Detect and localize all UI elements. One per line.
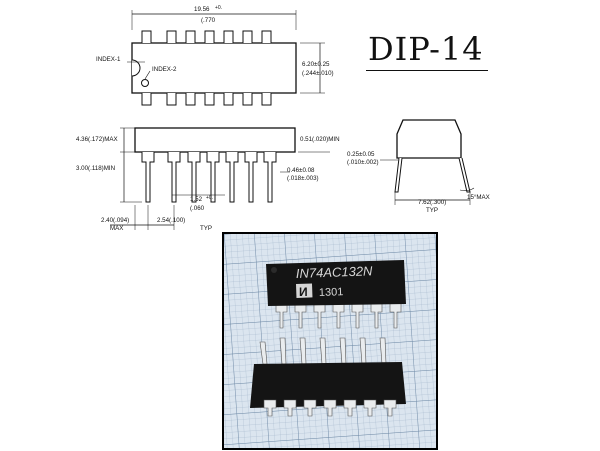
lead-width-label: 0.46±0.08 — [287, 167, 315, 174]
chip-marking-line1: IN74AC132N — [296, 263, 374, 281]
end-view-right-lead — [458, 157, 471, 193]
lead-width-inch: (.018±.003) — [287, 175, 319, 182]
top-length-label: 19.56 — [194, 6, 210, 13]
top-view-notch — [131, 59, 141, 77]
manufacturer-logo-letter: И — [299, 285, 308, 299]
chip-marking-line2: 1301 — [319, 286, 344, 299]
angle-label: 15°MAX — [467, 194, 490, 201]
shoulder-tol: +0. — [206, 195, 213, 201]
row-spacing-note: TYP — [426, 207, 438, 214]
shoulder-label: 1.52 — [190, 196, 203, 203]
top-length-tol-top: +0. — [215, 5, 222, 11]
end-view-left-lead — [394, 157, 403, 193]
chip-upper: IN74AC132N И 1301 — [266, 260, 406, 329]
pitch-label: 2.54(.100) — [157, 217, 185, 224]
top-width-inch: (.244±.010) — [302, 70, 334, 77]
row-spacing-label: 7.62(.300) — [418, 199, 446, 206]
thickness-label: 0.25±0.05 — [347, 151, 375, 158]
index1-label: INDEX-1 — [96, 56, 121, 63]
index2-label: INDEX-2 — [152, 66, 177, 73]
height-max-label: 4.36(.172)MAX — [76, 136, 118, 143]
top-view-pins-lower — [141, 93, 272, 106]
pitch-note: TYP — [200, 225, 212, 232]
lead-len-label: 3.00(.118)MIN — [76, 165, 115, 172]
chip-lower — [250, 337, 406, 417]
top-view-pins-upper — [141, 30, 272, 43]
end-offset-note: MAX — [110, 225, 123, 232]
shoulder-inch: (.060 — [190, 205, 205, 212]
top-width-label: 6.20±0.25 — [302, 61, 330, 68]
package-title: DIP-14 — [368, 30, 484, 68]
end-offset-label: 2.40(.094) — [101, 217, 129, 224]
end-view-body — [396, 119, 462, 159]
standoff-label: 0.51(.020)MIN — [300, 136, 340, 143]
top-length-inch: (.770 — [201, 17, 216, 24]
manufacturer-logo — [296, 283, 313, 298]
chip-photo: IN74AC132N И 1301 — [222, 232, 438, 450]
thickness-inch: (.010±.002) — [347, 159, 379, 166]
title-underline — [366, 70, 488, 71]
side-view-body — [134, 127, 296, 153]
index-dot — [141, 79, 149, 87]
side-view-pins — [141, 152, 277, 203]
